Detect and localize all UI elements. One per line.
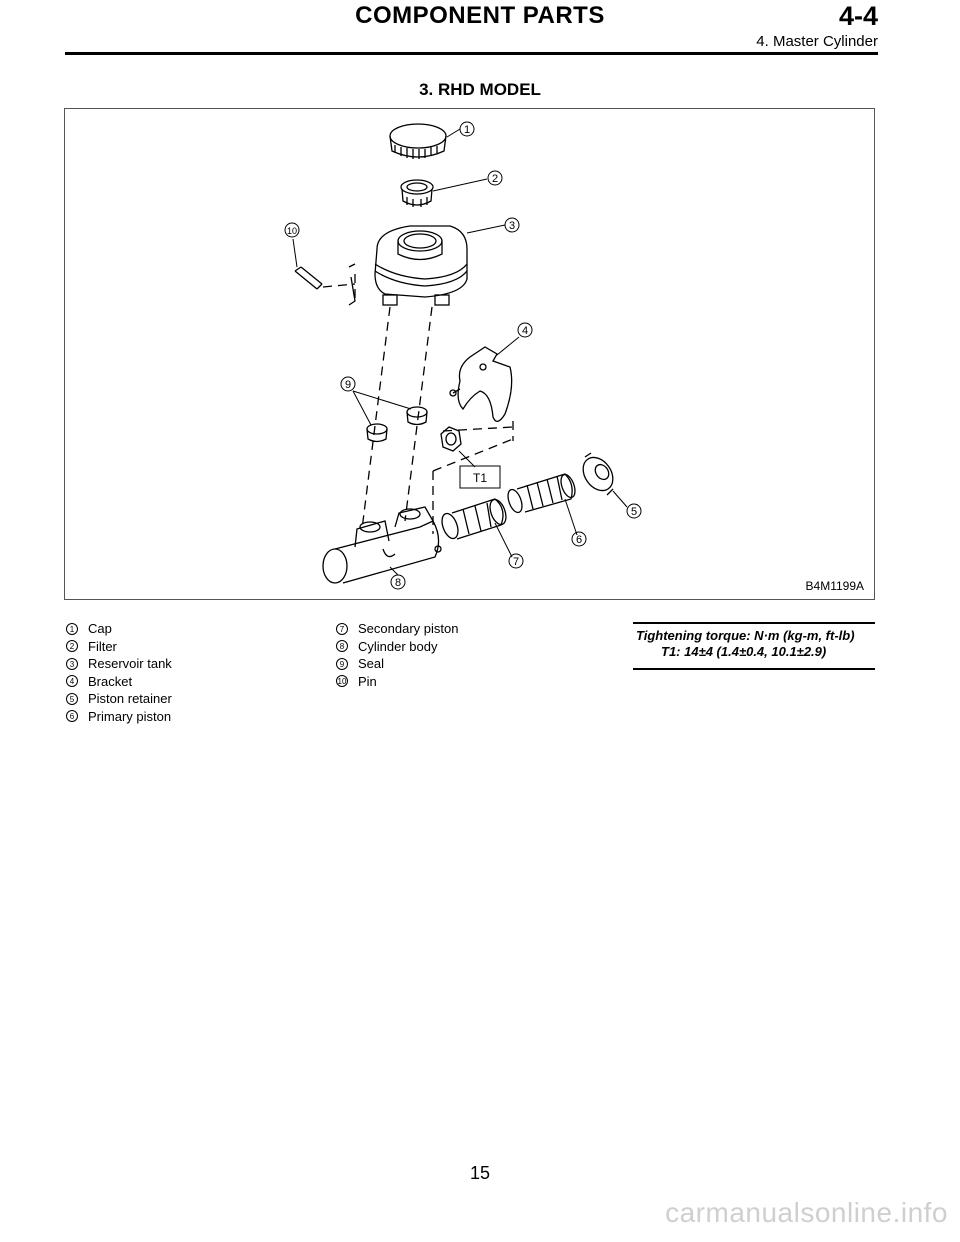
section-code: 4-4: [838, 1, 878, 31]
bracket-part: [449, 346, 513, 422]
header-rule: [65, 52, 878, 55]
primary-piston-part: [507, 473, 576, 514]
legend-label: Cylinder body: [358, 638, 438, 654]
torque-value: T1: 14±4 (1.4±0.4, 10.1±2.9): [661, 644, 827, 659]
legend-item: 2 Filter: [66, 638, 172, 656]
legend-label: Cap: [88, 621, 112, 636]
leader-lines: [292, 128, 628, 576]
legend-number: 7: [336, 622, 348, 635]
legend-item: 1 Cap: [66, 620, 172, 638]
legend-item: 9 Seal: [336, 655, 458, 673]
pin-part: [294, 263, 356, 306]
figure-id: B4M1199A: [805, 579, 864, 593]
filter-part: [400, 179, 434, 207]
legend-label: Pin: [358, 673, 377, 689]
assembly-lines: [322, 274, 514, 534]
header-title: COMPONENT PARTS: [355, 2, 605, 29]
legend-item: 10 Pin: [336, 673, 458, 691]
legend-label: Filter: [88, 638, 117, 654]
figure-frame: 1 2 3 10 4 9 5 6 7 8 T1 B4M1199A: [64, 108, 875, 600]
legend-item: 3 Reservoir tank: [66, 655, 172, 673]
cylinder-body-part: [322, 506, 442, 584]
callout-4-label: 4: [522, 325, 528, 337]
reservoir-tank-part: [374, 225, 468, 306]
t1-label: T1: [473, 471, 487, 485]
figure-title: 3. RHD MODEL: [419, 80, 541, 99]
legend-number: 3: [66, 657, 78, 670]
legend-label: Bracket: [88, 673, 133, 689]
seal-part: [366, 406, 428, 443]
legend-item: 4 Bracket: [66, 673, 172, 691]
callout-7-label: 7: [513, 556, 519, 568]
legend-item: 6 Primary piston: [66, 708, 172, 726]
legend-label: Primary piston: [88, 708, 172, 724]
callout-9-label: 9: [345, 379, 351, 391]
callout-3-label: 3: [509, 220, 515, 232]
legend-item: 5 Piston retainer: [66, 690, 172, 708]
legend-number: 6: [66, 710, 78, 723]
legend-number: 9: [336, 657, 348, 670]
legend-number: 4: [66, 675, 78, 688]
legend-item: 7 Secondary piston: [336, 620, 458, 638]
callout-10-label: 10: [287, 226, 297, 236]
cap-part: [389, 123, 447, 159]
callout-5-label: 5: [631, 506, 637, 518]
callout-circles: [284, 121, 642, 590]
page-number: 15: [469, 1163, 491, 1183]
callout-1-label: 1: [464, 124, 470, 136]
nut-part: [440, 426, 462, 452]
legend-column-2: 7 Secondary piston 8 Cylinder body 9 Seal 1…: [336, 620, 458, 690]
piston-retainer-part: [582, 452, 614, 496]
legend-number: 8: [336, 640, 348, 653]
legend-label: Seal: [358, 656, 385, 671]
torque-spec-box: Tightening torque: N·m (kg-m, ft-lb) T1:…: [633, 622, 875, 670]
legend-number: 2: [66, 640, 78, 653]
legend-item: 8 Cylinder body: [336, 638, 458, 656]
t1-label-box: [459, 465, 501, 489]
section-subtitle: 4. Master Cylinder: [756, 33, 878, 50]
legend-label: Secondary piston: [358, 621, 459, 636]
callout-2-label: 2: [492, 173, 498, 185]
master-cylinder-diagram: 1 2 3 10 4 9 5 6 7 8 T1: [284, 121, 642, 590]
watermark: carmanualsonline.info: [665, 1197, 948, 1228]
secondary-piston-part: [441, 498, 507, 540]
torque-heading: Tightening torque: N·m (kg-m, ft-lb): [636, 628, 855, 643]
callout-6-label: 6: [576, 534, 582, 546]
legend-number: 1: [66, 622, 78, 635]
legend-label: Piston retainer: [88, 691, 172, 706]
legend-number: 5: [66, 692, 78, 705]
legend-number: 10: [336, 675, 348, 688]
legend-label: Reservoir tank: [88, 656, 172, 671]
callout-8-label: 8: [395, 577, 401, 589]
